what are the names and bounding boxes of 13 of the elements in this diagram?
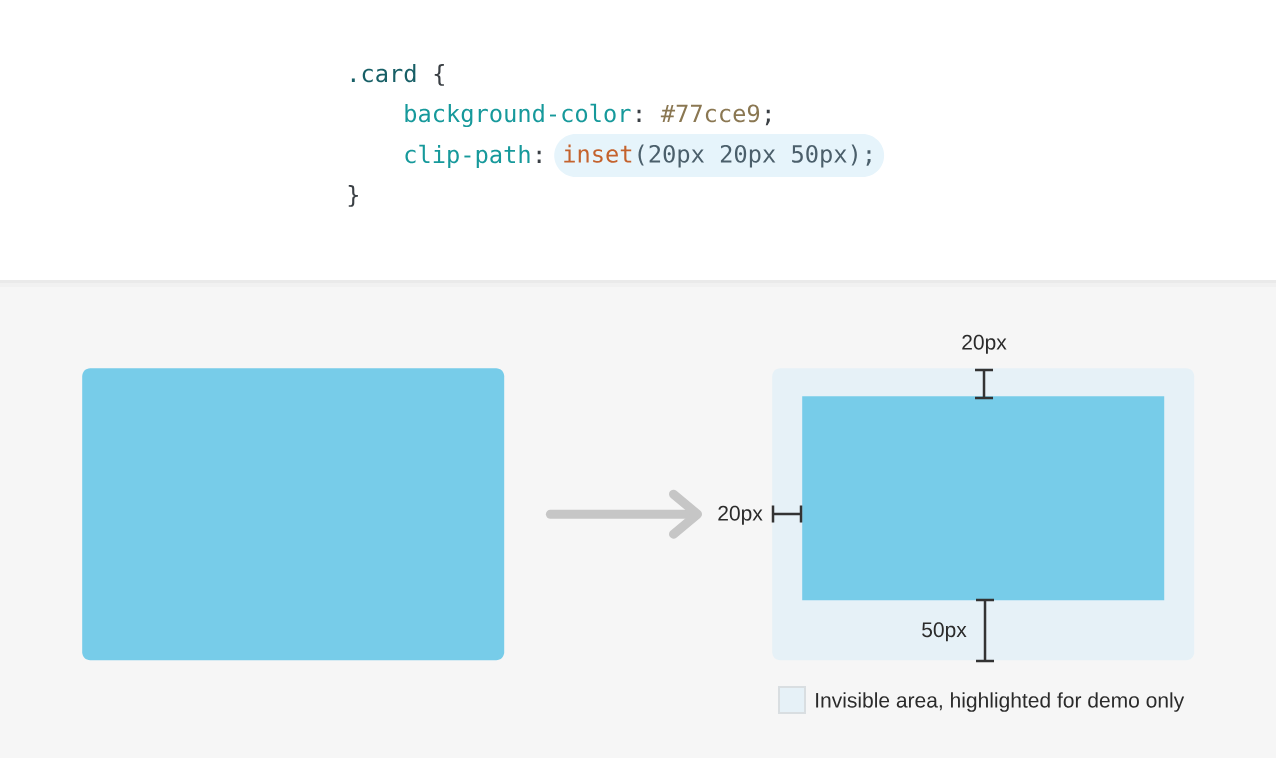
code-property: clip-path: [405, 144, 530, 168]
dimension-label: 20px: [962, 334, 1007, 354]
clipped-card: [802, 396, 1165, 601]
arrow: [545, 489, 702, 539]
code-brace: }: [348, 185, 358, 207]
card: [82, 368, 505, 661]
dimension-label: 50px: [922, 622, 967, 642]
code-brace: {: [434, 64, 444, 86]
legend-text: Invisible area, highlighted for demo only: [816, 692, 1185, 712]
code-highlight: inset (20px 20px 50px);: [554, 134, 885, 177]
code-selector: .card: [351, 64, 416, 83]
dimension-label: 20px: [718, 505, 763, 525]
code-property: background-color: [405, 103, 631, 128]
